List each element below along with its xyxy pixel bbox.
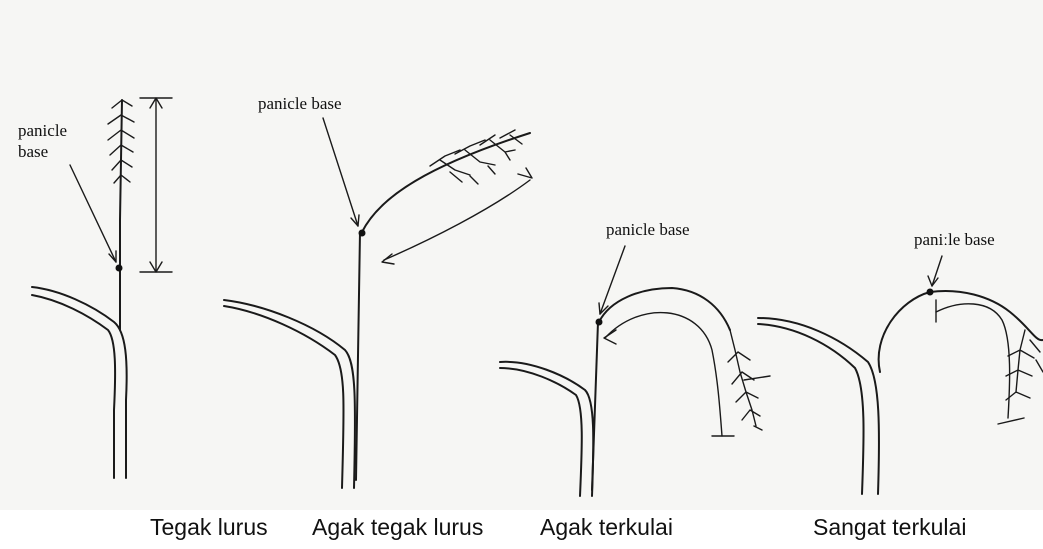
panel1-label-line2: base bbox=[18, 142, 48, 161]
panicle-base-dot-2 bbox=[359, 230, 366, 237]
caption-erect: Tegak lurus bbox=[150, 514, 268, 541]
panel1-label-line1: panicle bbox=[18, 121, 67, 140]
panel4-label: paniːle base bbox=[914, 230, 995, 249]
panicle-base-dot-3 bbox=[596, 319, 603, 326]
panel2-label: panicle base bbox=[258, 94, 342, 113]
caption-very-drooping: Sangat terkulai bbox=[813, 514, 966, 541]
caption-slightly-drooping: Agak terkulai bbox=[540, 514, 673, 541]
panicle-base-dot-1 bbox=[116, 265, 123, 272]
panicle-base-dot-4 bbox=[927, 289, 934, 296]
caption-slightly-erect: Agak tegak lurus bbox=[312, 514, 483, 541]
panel3-label: panicle base bbox=[606, 220, 690, 239]
panicle-habit-diagram: panicle base panicle base panicle base bbox=[0, 0, 1043, 510]
